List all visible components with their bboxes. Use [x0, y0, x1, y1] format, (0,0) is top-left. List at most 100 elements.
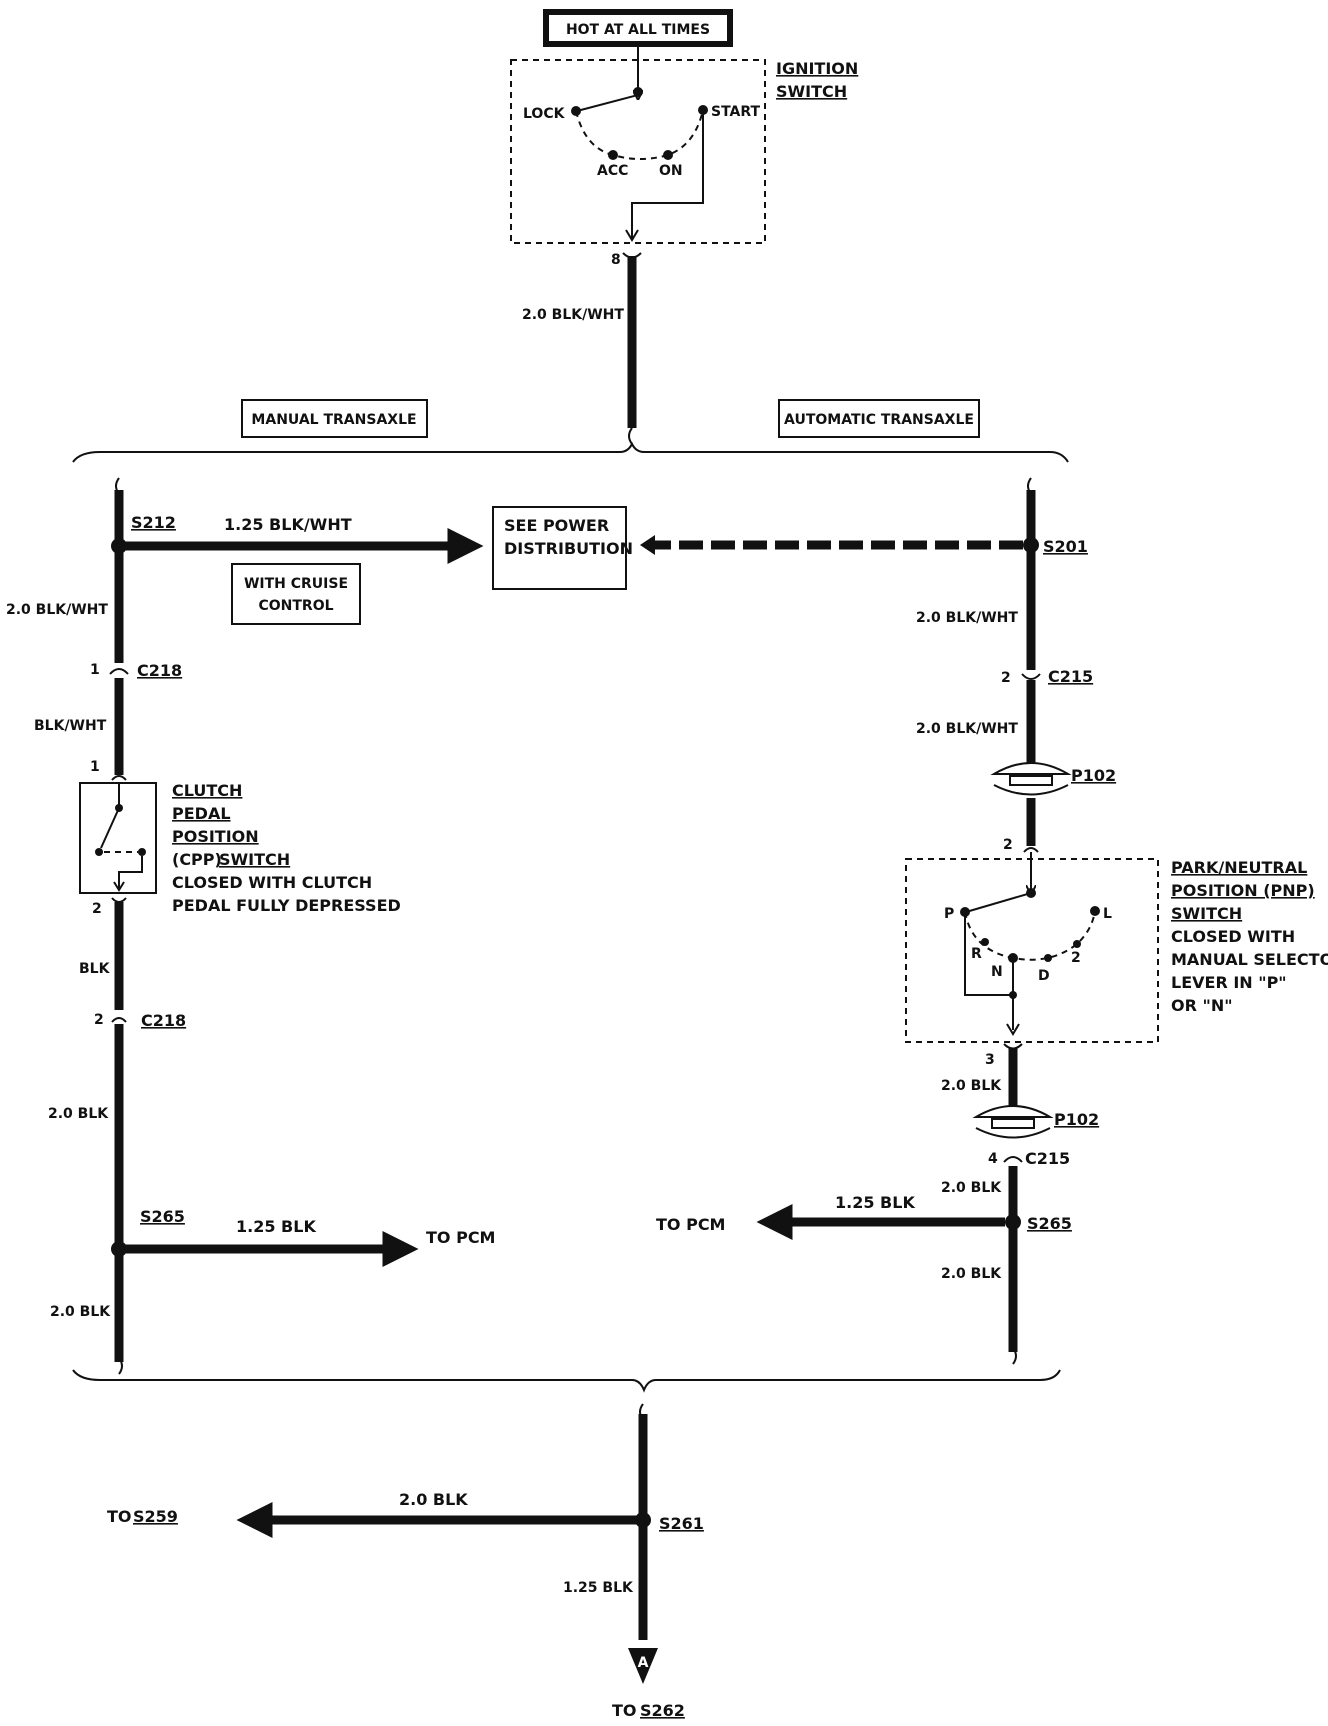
ignition-title-2: SWITCH [776, 82, 847, 101]
pnp-output-arrow [1006, 1023, 1020, 1036]
ignition-title-1: IGNITION [776, 59, 858, 78]
manual-circuit: S212 1.25 BLK/WHT WITH CRUISE CONTROL 2.… [6, 477, 495, 1375]
manual-wire-4-label: 2.0 BLK [48, 1106, 109, 1122]
pnp-line-3: SWITCH [1171, 904, 1242, 923]
pnp-top-connector [1023, 847, 1039, 853]
p102-bottom-label: P102 [1054, 1110, 1099, 1129]
pos-on: ON [659, 163, 683, 179]
c215-top-pin: 2 [1001, 670, 1011, 686]
manual-wire-1-label: 2.0 BLK/WHT [6, 602, 108, 618]
pnp-line-2: POSITION (PNP) [1171, 881, 1315, 900]
pnp-p-path [964, 912, 1013, 996]
auto-wire-5-label: 2.0 BLK [941, 1180, 1002, 1196]
manual-wire-2-label: BLK/WHT [34, 718, 107, 734]
power-line-1: SEE POWER [504, 516, 609, 535]
auto-to-pcm: TO PCM [656, 1215, 725, 1234]
ignition-pin: 8 [611, 252, 621, 268]
splice-s265-auto-label: S265 [1027, 1214, 1072, 1233]
pos-acc: ACC [597, 163, 628, 179]
to-s262-prefix: TO [612, 1701, 637, 1720]
auto-wire-6-label: 2.0 BLK [941, 1266, 1002, 1282]
pnp-junction [1009, 991, 1017, 999]
c218-top-connector [109, 668, 129, 675]
power-line-2: DISTRIBUTION [504, 539, 633, 558]
p102-bottom-body [991, 1118, 1035, 1129]
pnp-pos-r: R [971, 946, 982, 962]
hot-label: HOT AT ALL TIMES [566, 22, 710, 38]
s212-branch-wire-label: 1.25 BLK/WHT [224, 515, 352, 534]
pnp-pos-l: L [1103, 906, 1112, 922]
auto-wire-1-label: 2.0 BLK/WHT [916, 610, 1018, 626]
pnp-line-6: LEVER IN "P" [1171, 973, 1287, 992]
cpp-top-connector [111, 775, 127, 781]
cruise-line-2: CONTROL [258, 598, 333, 614]
p102-bottom-base [975, 1127, 1051, 1139]
main-feed-wire-label: 2.0 BLK/WHT [522, 307, 624, 323]
p102-top-label: P102 [1071, 766, 1116, 785]
top-brace [72, 441, 1069, 463]
pnp-switch: P R N D 2 L [905, 852, 1159, 1043]
p102-top-body [1009, 775, 1053, 786]
pnp-line-7: OR "N" [1171, 996, 1233, 1015]
p102-top-shape [990, 762, 1072, 775]
cpp-line-5: CLOSED WITH CLUTCH [172, 873, 372, 892]
pnp-bottom-connector [1003, 1043, 1023, 1050]
cpp-pin-bottom: 2 [92, 901, 102, 917]
manual-bottom-break [118, 1357, 123, 1375]
splice-s265-auto [1005, 1214, 1021, 1230]
c215-top-connector [1021, 673, 1041, 680]
splice-s265-manual-label: S265 [140, 1207, 185, 1226]
cpp-contact-a [95, 848, 103, 856]
pnp-pin-top: 2 [1003, 837, 1013, 853]
p102-top-base [993, 784, 1069, 796]
ground-wire-down-label: 1.25 BLK [563, 1580, 634, 1596]
automatic-transaxle-label: AUTOMATIC TRANSAXLE [784, 412, 974, 428]
p102-bottom-shape [972, 1105, 1054, 1118]
manual-wire-3-label: BLK [79, 961, 111, 977]
cpp-line-4b: SWITCH [219, 850, 290, 869]
c218-top-label: C218 [137, 661, 182, 680]
cpp-blade [100, 807, 120, 849]
c215-bottom-connector [1003, 1156, 1023, 1163]
c218-bottom-label: C218 [141, 1011, 186, 1030]
ignition-arc [575, 109, 704, 160]
cpp-bottom-connector [111, 897, 127, 903]
to-s262-label: S262 [640, 1701, 685, 1720]
power-distribution-box [492, 506, 627, 590]
manual-wire-5-label: 2.0 BLK [50, 1304, 111, 1320]
ignition-output-arrow [625, 229, 639, 242]
to-s259-prefix: TO [107, 1507, 132, 1526]
c218-bottom-connector [111, 1017, 127, 1023]
cpp-line-2: PEDAL [172, 804, 231, 823]
pnp-pin-bottom: 3 [985, 1052, 995, 1068]
cpp-output [118, 856, 143, 888]
manual-transaxle-label: MANUAL TRANSAXLE [251, 412, 416, 428]
ignition-pivot [633, 87, 643, 97]
cpp-output-arrow [113, 881, 125, 892]
s201-branch-arrow [640, 535, 655, 555]
c215-bottom-pin: 4 [988, 1151, 998, 1167]
auto-wire-2-label: 2.0 BLK/WHT [916, 721, 1018, 737]
auto-wire-4-label: 2.0 BLK [941, 1078, 1002, 1094]
ignition-contact-blade [576, 94, 639, 112]
bottom-brace [72, 1369, 1061, 1393]
manual-pcm-wire-label: 1.25 BLK [236, 1217, 316, 1236]
automatic-circuit: S201 2.0 BLK/WHT 2 C215 2.0 BLK/WHT P102… [640, 477, 1328, 1365]
s261-branch-wire-label: 2.0 BLK [399, 1490, 468, 1509]
c218-bottom-pin: 2 [94, 1012, 104, 1028]
c215-top-label: C215 [1048, 667, 1093, 686]
splice-s212-label: S212 [131, 513, 176, 532]
pnp-pos-n: N [991, 964, 1003, 980]
manual-to-pcm: TO PCM [426, 1228, 495, 1247]
p102-top-grommet [990, 762, 1072, 796]
pos-start: START [711, 104, 761, 120]
cpp-line-4a: (CPP) [172, 850, 222, 869]
c215-bottom-label: C215 [1025, 1149, 1070, 1168]
main-feed-break [628, 427, 633, 445]
pnp-arc [964, 910, 1096, 961]
cpp-pin-top: 1 [90, 759, 100, 775]
cpp-line-1: CLUTCH [172, 781, 242, 800]
manual-transaxle-box [241, 399, 428, 438]
